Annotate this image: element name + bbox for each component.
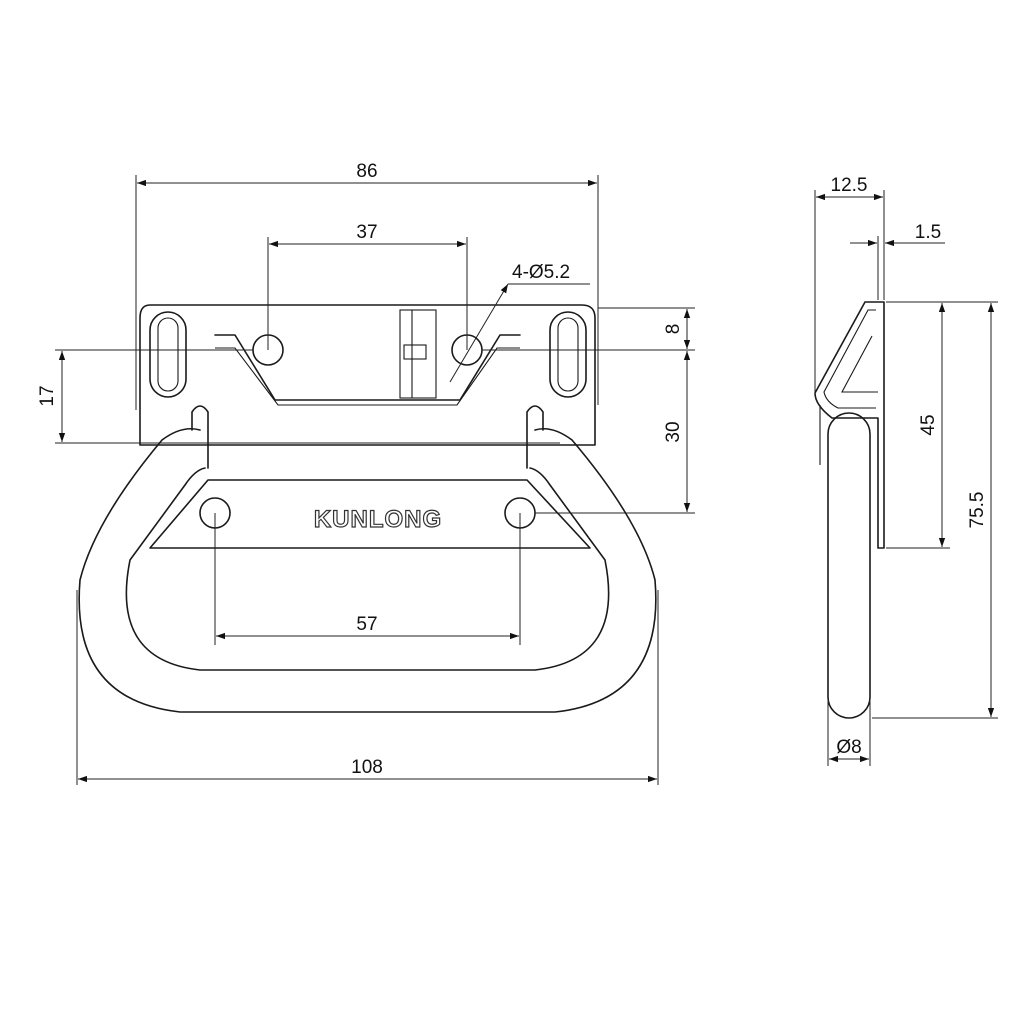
dim-overall-width: 86 (356, 161, 377, 182)
side-rod (827, 412, 871, 719)
dim-side-height-45: 45 (918, 414, 939, 435)
left-knuckle (149, 311, 187, 398)
dim-rod-diameter: Ø8 (836, 737, 861, 758)
dim-hole-spacing-top: 37 (356, 222, 377, 243)
base-plate (139, 304, 596, 446)
dim-height-30: 30 (663, 421, 684, 442)
dim-height-17: 17 (37, 385, 58, 406)
side-dimensions: 12.5 1.5 45 75.5 Ø8 (814, 175, 998, 766)
plate-raised-center (214, 334, 521, 401)
dim-side-depth: 12.5 (831, 175, 868, 196)
handle-inner (125, 467, 610, 671)
dim-hole-callout: 4-Ø5.2 (512, 262, 570, 283)
handle-outer (78, 427, 657, 713)
front-view: KUNLONG (78, 304, 657, 713)
brand-label: KUNLONG (314, 506, 442, 533)
dim-height-8: 8 (663, 324, 684, 335)
plate-slot (399, 309, 437, 399)
front-dimensions: 86 37 4-Ø5.2 8 30 17 57 108 (37, 161, 695, 785)
right-knuckle (549, 311, 587, 398)
dim-handle-width: 108 (351, 757, 383, 778)
dim-side-thickness: 1.5 (915, 222, 941, 243)
dim-side-height-75-5: 75.5 (967, 492, 988, 529)
side-view (814, 301, 885, 719)
side-plate-profile (814, 301, 885, 549)
dim-hole-spacing-bottom: 57 (356, 614, 377, 635)
